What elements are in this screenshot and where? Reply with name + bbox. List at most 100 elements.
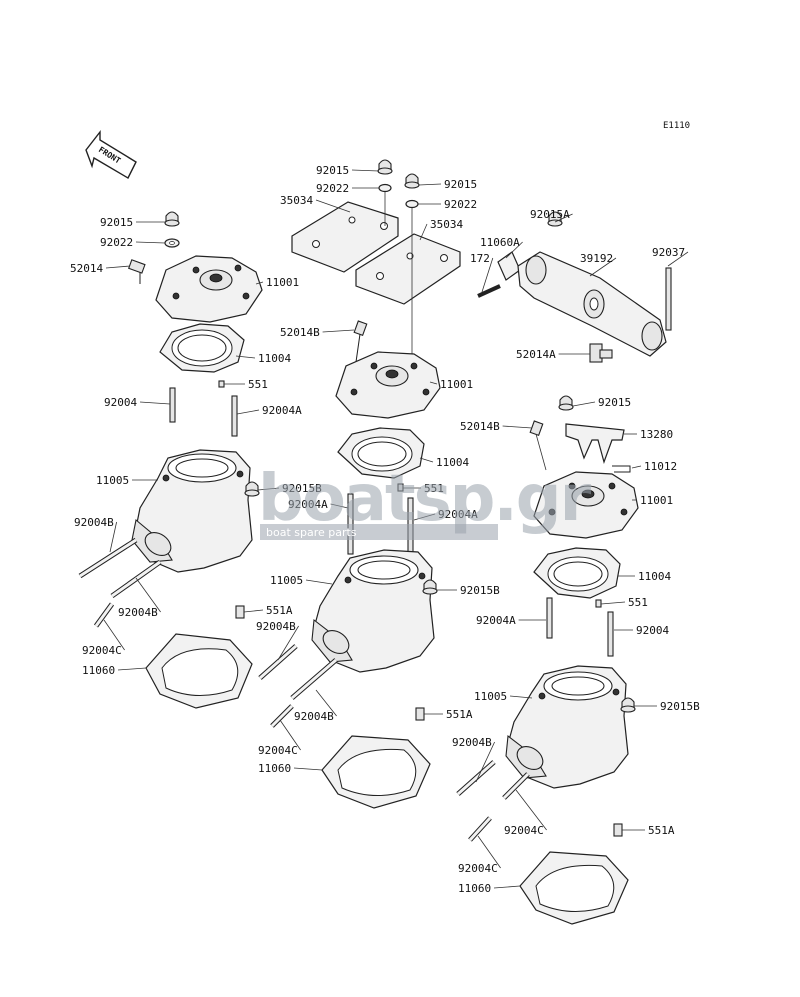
callout-label: 92004C xyxy=(82,644,122,657)
dowel-551-left xyxy=(218,380,225,388)
front-arrow-icon: FRONT xyxy=(85,129,137,179)
bolt-52014b-center xyxy=(353,320,368,363)
callout-leader xyxy=(315,689,337,717)
callout-leader xyxy=(509,695,533,699)
cap-nut-right xyxy=(558,395,574,411)
callout-label: 92004A xyxy=(438,508,478,521)
callout-leader xyxy=(502,425,533,429)
callout-leader xyxy=(236,409,260,415)
callout-label: 172 xyxy=(470,252,490,265)
dowel-551-right xyxy=(595,599,602,608)
callout-label: 92004A xyxy=(262,404,302,417)
callout-label: 92015 xyxy=(100,216,133,229)
callout-leader xyxy=(135,241,166,244)
callout-leader xyxy=(315,199,351,213)
callout-label: 35034 xyxy=(430,218,463,231)
callout-label: 92015 xyxy=(444,178,477,191)
callout-leader xyxy=(631,465,642,469)
callout-leader xyxy=(419,223,428,241)
dowel-551a-right xyxy=(613,823,623,837)
callout-label: 92004C xyxy=(258,744,298,757)
callout-label: 92037 xyxy=(652,246,685,259)
callout-label: 92004C xyxy=(458,862,498,875)
nut-92015b-center xyxy=(422,579,438,595)
callout-leader xyxy=(305,579,333,585)
callout-leader xyxy=(293,767,323,771)
cap-nut-center-a xyxy=(377,159,393,175)
stud-92004-right xyxy=(607,611,614,657)
callout-label: 11005 xyxy=(96,474,129,487)
callout-leader xyxy=(429,381,438,385)
callout-leader xyxy=(279,719,301,751)
cap-nut-left xyxy=(164,211,180,227)
callout-label: 11004 xyxy=(258,352,291,365)
watermark-tagline: boat spare parts xyxy=(266,526,357,539)
callout-leader xyxy=(135,577,161,613)
base-gasket-right xyxy=(519,851,629,925)
callout-label: 92004A xyxy=(288,498,328,511)
callout-label: 11001 xyxy=(640,494,673,507)
dowel-551-center xyxy=(397,483,404,492)
callout-leader xyxy=(667,251,689,267)
diagram-code: E1110 xyxy=(663,121,690,131)
callout-leader xyxy=(117,667,147,671)
washer-center-a xyxy=(378,183,392,193)
callout-label: 92004 xyxy=(636,624,669,637)
callout-label: 52014 xyxy=(70,262,103,275)
bracket-35034-a xyxy=(291,201,399,273)
callout-leader xyxy=(493,885,521,889)
stud-92004a-right xyxy=(546,597,553,639)
cylinder-head-right xyxy=(533,471,639,539)
callout-leader xyxy=(105,265,131,269)
callout-label: 92015B xyxy=(282,482,322,495)
watermark-logo: boatsp.gr boat spare parts xyxy=(258,462,594,540)
callout-leader xyxy=(477,835,501,869)
callout-label: 92004B xyxy=(452,736,492,749)
callout-leader xyxy=(505,241,523,259)
callout-leader xyxy=(515,789,547,831)
bracket-13280 xyxy=(565,423,625,464)
callout-label: 11005 xyxy=(474,690,507,703)
bracket-35034-b xyxy=(355,233,461,305)
callout-leader xyxy=(243,609,264,613)
callout-label: 92004B xyxy=(74,516,114,529)
head-gasket-center xyxy=(337,427,425,479)
callout-leader xyxy=(600,601,626,605)
callout-label: 551 xyxy=(628,596,648,609)
callout-leader xyxy=(481,257,494,293)
callout-label: 92015A xyxy=(530,208,570,221)
cylinder-head-center xyxy=(335,351,441,419)
head-gasket-right xyxy=(533,547,621,599)
base-gasket-center xyxy=(321,735,431,809)
callout-leader xyxy=(554,213,573,223)
callout-label: 92022 xyxy=(316,182,349,195)
callout-leader xyxy=(351,169,380,172)
callout-leader xyxy=(572,401,596,407)
callout-leader xyxy=(475,741,495,783)
callout-label: 92015 xyxy=(316,164,349,177)
callout-label: 11004 xyxy=(436,456,469,469)
nut-92015a xyxy=(547,211,563,227)
dowel-551a-left xyxy=(235,605,245,619)
callout-label: 11060 xyxy=(82,664,115,677)
callout-leader xyxy=(322,329,355,333)
watermark-logo-text: boatsp.gr xyxy=(258,462,592,536)
cylinder-block-center xyxy=(311,549,435,673)
callout-label: 52014B xyxy=(280,326,320,339)
callout-label: 11001 xyxy=(266,276,299,289)
callout-label: 11060 xyxy=(458,882,491,895)
bolt-52014b-right xyxy=(529,420,547,471)
base-gasket-left xyxy=(145,633,253,709)
cylinder-block-left xyxy=(131,449,253,573)
callout-leader xyxy=(235,355,256,359)
nut-92015b-left xyxy=(244,481,260,497)
callout-label: 39192 xyxy=(580,252,613,265)
dowel-551a-center xyxy=(415,707,425,721)
callout-label: 92004B xyxy=(294,710,334,723)
stud-92004a-left xyxy=(231,395,238,437)
callout-leader xyxy=(103,619,125,651)
washer-center-b xyxy=(405,199,419,209)
callout-label: 551A xyxy=(446,708,473,721)
